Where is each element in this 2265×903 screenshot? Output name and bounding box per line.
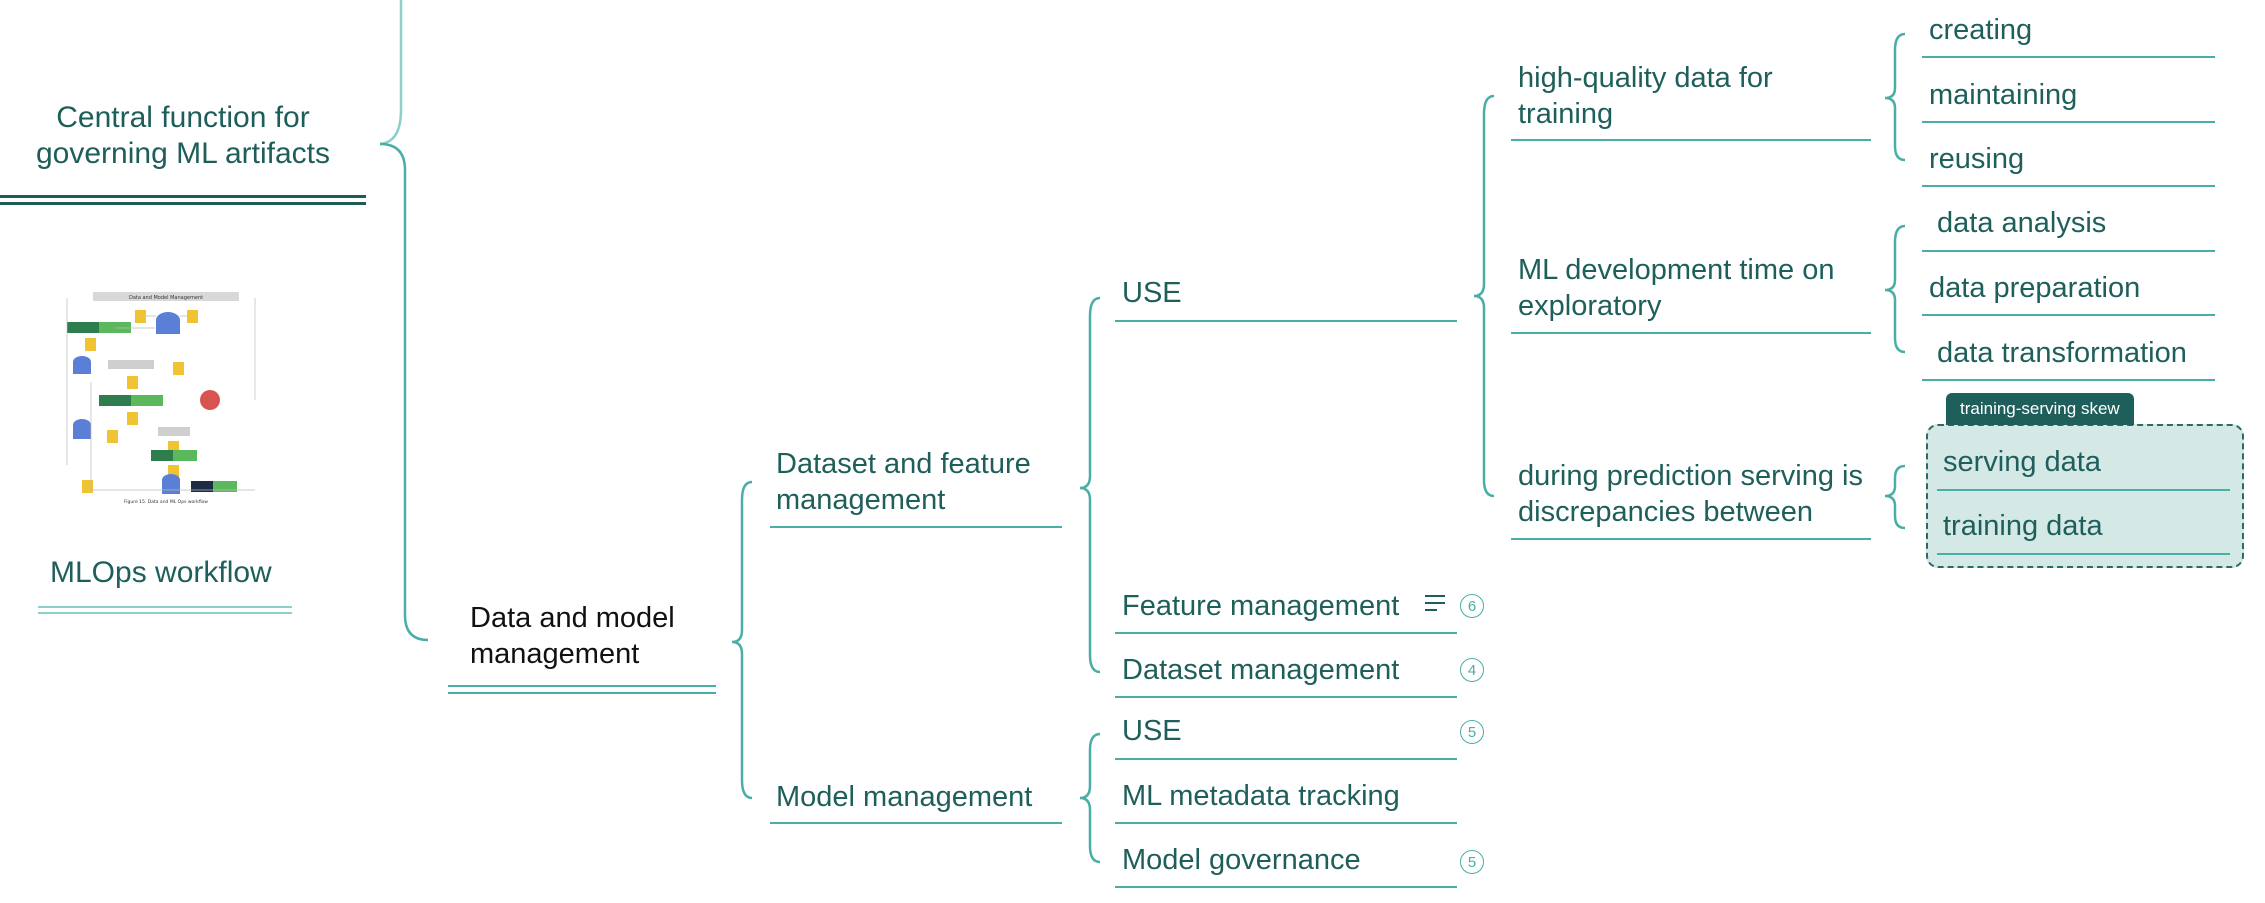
dataset-management-count-badge[interactable]: 4	[1460, 658, 1484, 682]
prediction-serving-discrepancy-underline	[1511, 538, 1871, 540]
feature-management-count-badge[interactable]: 6	[1460, 594, 1484, 618]
model-use-node[interactable]: USE	[1122, 715, 1182, 747]
training-serving-skew-boundary[interactable]	[1926, 424, 2244, 568]
root-node[interactable]: Data and model management	[470, 602, 675, 670]
model-use-underline	[1115, 758, 1457, 760]
dataset-feature-node[interactable]: Dataset and feature management	[776, 448, 1031, 516]
workflow-underline	[38, 612, 292, 614]
leaf-data-preparation[interactable]: data preparation	[1929, 272, 2141, 304]
workflow-label[interactable]: MLOps workflow	[50, 556, 272, 589]
ml-metadata-tracking-node[interactable]: ML metadata tracking	[1122, 780, 1400, 812]
central-topic[interactable]: Central function for governing ML artifa…	[35, 101, 331, 170]
leaf-underline	[1922, 250, 2215, 252]
leaf-serving-data[interactable]: serving data	[1943, 446, 2101, 478]
feature-management-underline	[1115, 632, 1457, 634]
root-underline	[448, 685, 716, 687]
model-management-underline	[770, 822, 1062, 824]
leaf-underline	[1937, 553, 2230, 555]
model-governance-node[interactable]: Model governance	[1122, 844, 1361, 876]
training-serving-skew-label[interactable]: training-serving skew	[1946, 393, 2134, 425]
leaf-underline	[1937, 489, 2230, 491]
prediction-serving-discrepancy-node[interactable]: during prediction serving is discrepanci…	[1518, 460, 1863, 528]
leaf-underline	[1922, 379, 2215, 381]
dataset-management-underline	[1115, 696, 1457, 698]
model-governance-count-badge[interactable]: 5	[1460, 850, 1484, 874]
ml-metadata-tracking-underline	[1115, 822, 1457, 824]
leaf-maintaining[interactable]: maintaining	[1929, 79, 2078, 111]
high-quality-data-node[interactable]: high-quality data for training	[1518, 62, 1773, 130]
ml-development-time-underline	[1511, 332, 1871, 334]
thumbnail-caption: Figure 15. Data and ML Ops workflow	[124, 499, 208, 505]
central-topic-underline	[0, 202, 366, 205]
feature-management-node[interactable]: Feature management	[1122, 590, 1400, 622]
leaf-creating[interactable]: creating	[1929, 14, 2033, 46]
leaf-training-data[interactable]: training data	[1943, 510, 2103, 542]
high-quality-data-underline	[1511, 139, 1871, 141]
leaf-underline	[1922, 56, 2215, 58]
leaf-underline	[1922, 185, 2215, 187]
model-use-count-badge[interactable]: 5	[1460, 720, 1484, 744]
leaf-underline	[1922, 121, 2215, 123]
dataset-feature-underline	[770, 526, 1062, 528]
leaf-underline	[1922, 314, 2215, 316]
leaf-data-analysis[interactable]: data analysis	[1937, 207, 2107, 239]
model-management-node[interactable]: Model management	[776, 781, 1033, 813]
dataset-management-node[interactable]: Dataset management	[1122, 654, 1400, 686]
use-node[interactable]: USE	[1122, 277, 1182, 309]
leaf-data-transformation[interactable]: data transformation	[1937, 337, 2187, 369]
use-underline	[1115, 320, 1457, 322]
workflow-underline	[38, 606, 292, 608]
ml-development-time-node[interactable]: ML development time on exploratory	[1518, 254, 1835, 322]
central-topic-underline	[0, 195, 366, 198]
root-underline	[448, 692, 716, 694]
leaf-reusing[interactable]: reusing	[1929, 143, 2025, 175]
workflow-diagram-image[interactable]: Data and Model Management Figure 15. Dat…	[55, 290, 270, 540]
model-governance-underline	[1115, 886, 1457, 888]
thumbnail-title: Data and Model Management	[129, 295, 203, 301]
notes-icon[interactable]	[1423, 592, 1447, 616]
